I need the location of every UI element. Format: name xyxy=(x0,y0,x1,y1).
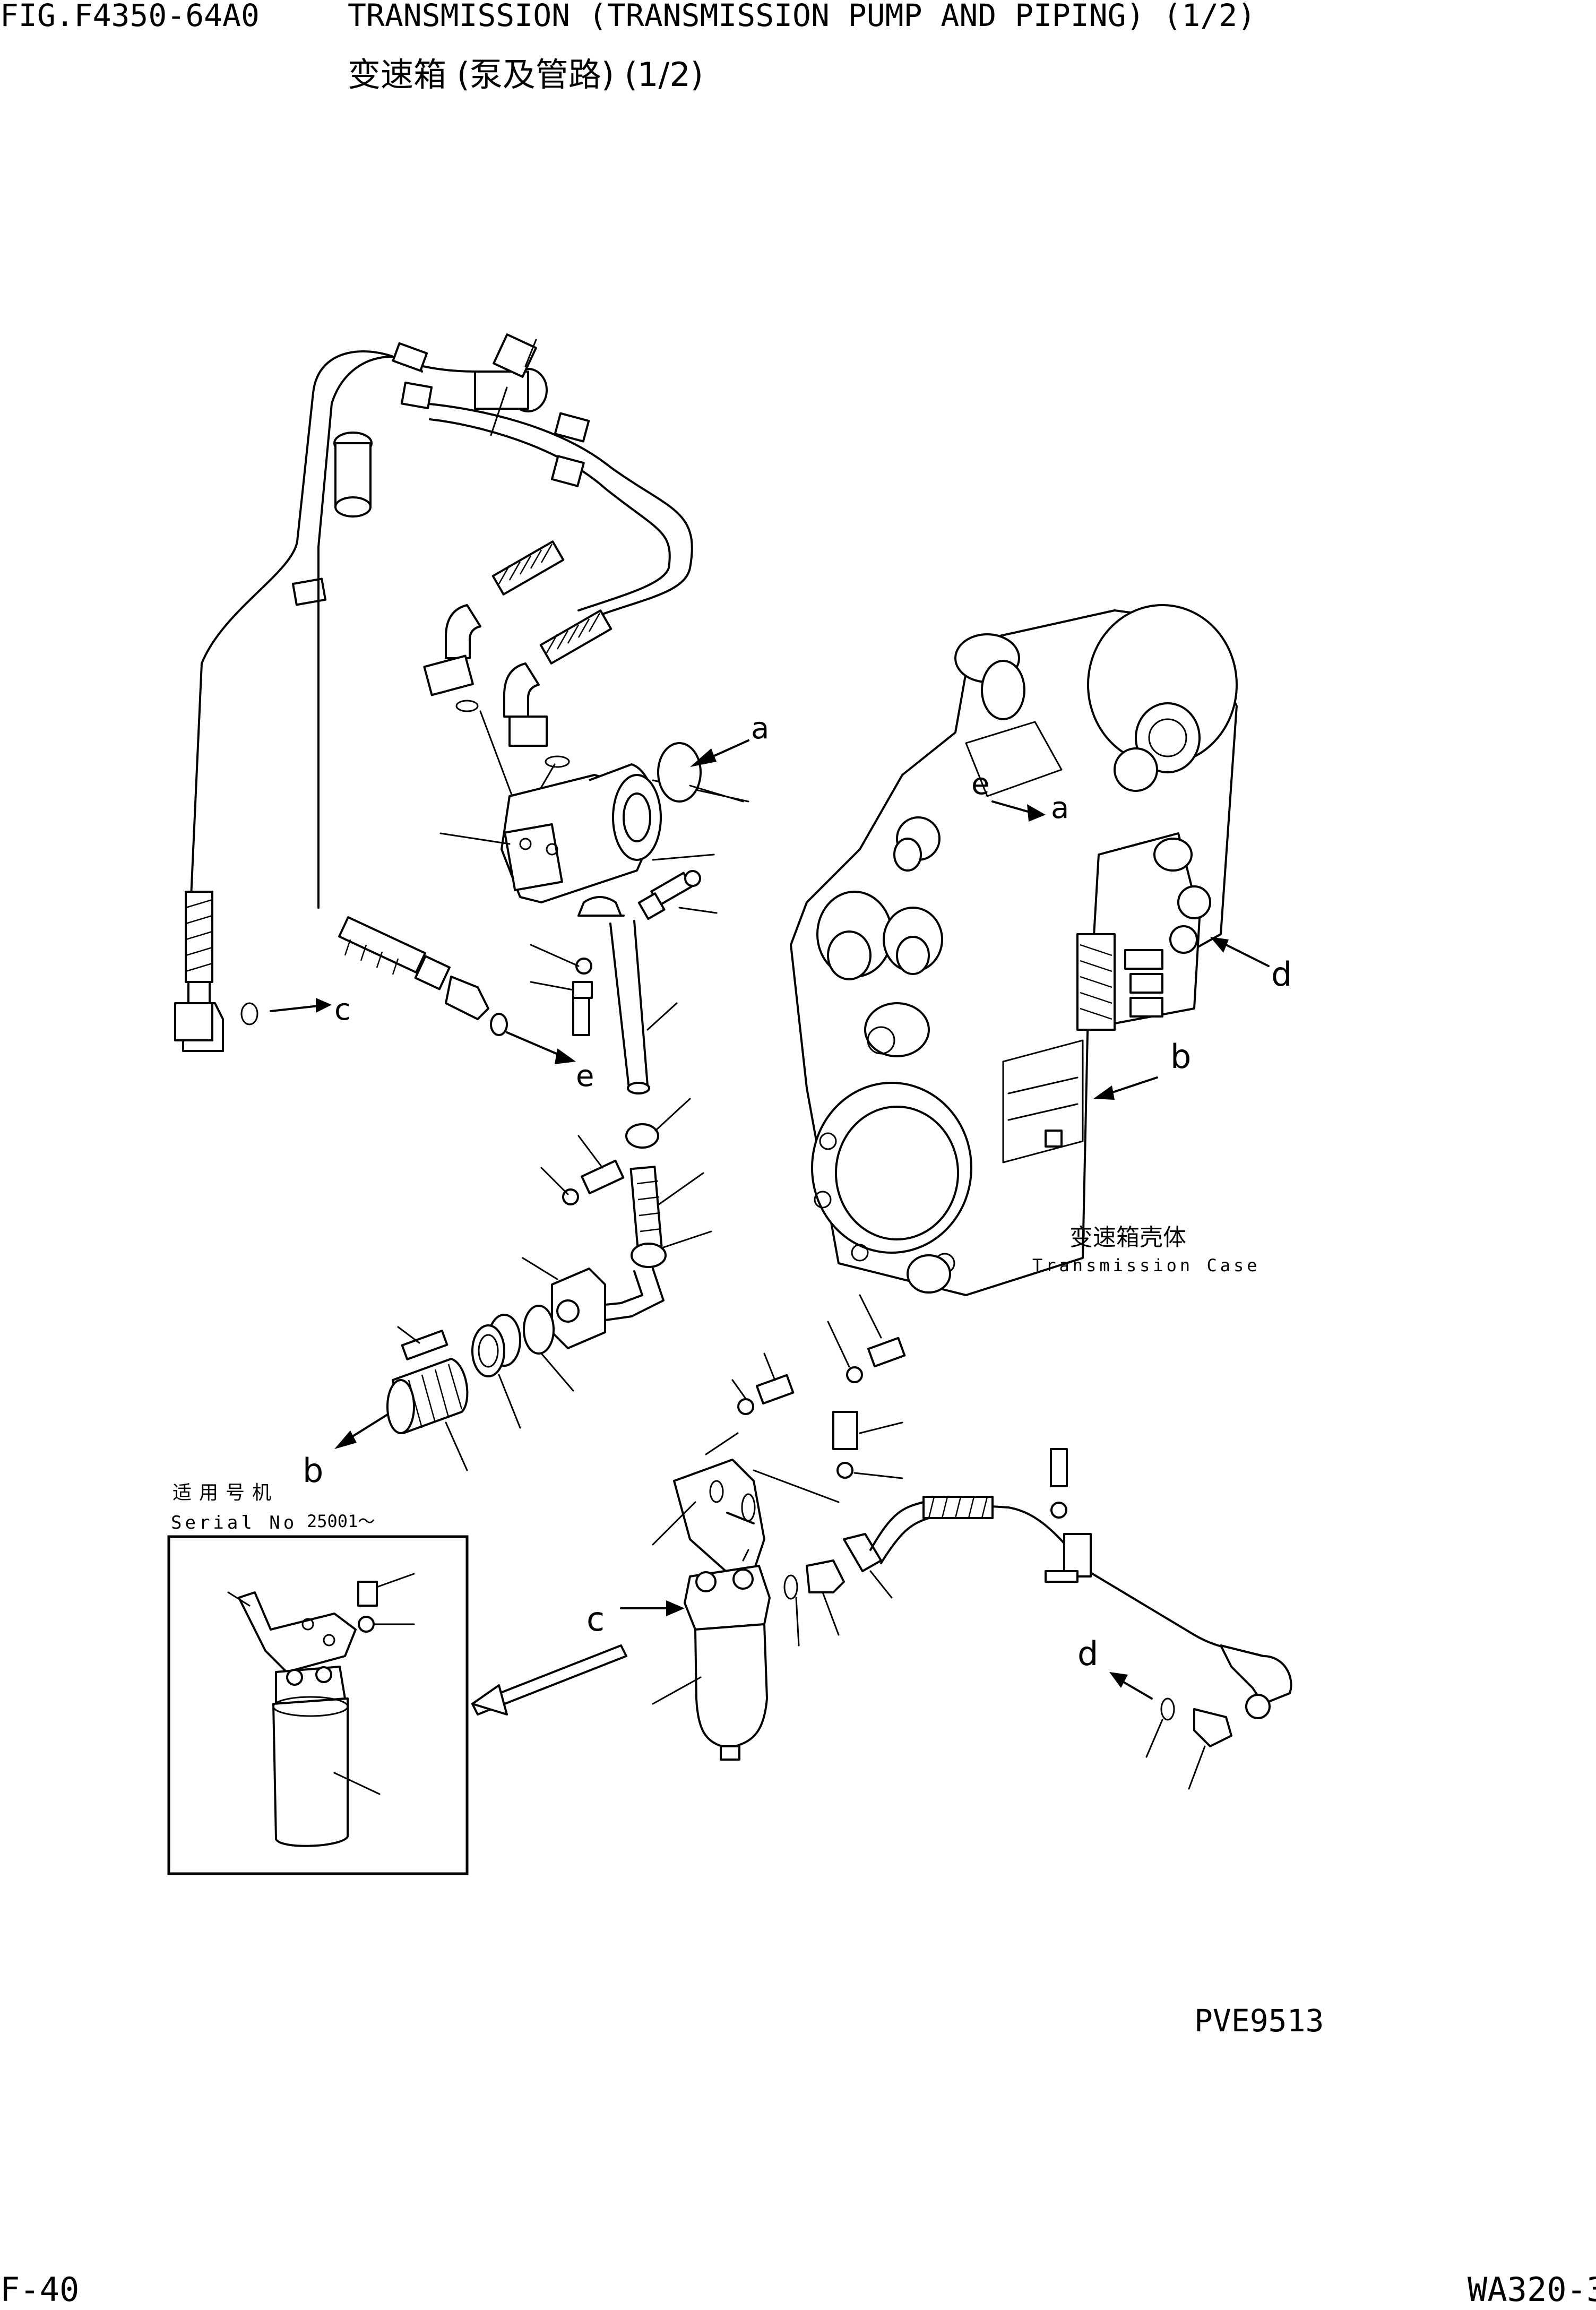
case-label-chinese: 变速箱壳体 xyxy=(1069,1224,1186,1251)
figure-code: FIG.F4350-64A0 xyxy=(0,0,260,33)
left-hose xyxy=(175,547,576,1064)
filter-inlet-arrow xyxy=(727,1513,754,1523)
callout-a-case: a xyxy=(1051,791,1069,825)
drawing-id: PVE9513 xyxy=(1194,2003,1324,2039)
inset-serial-range: 25001～ xyxy=(307,1511,375,1531)
callout-d-hose: d xyxy=(1077,1634,1099,1673)
callout-b-filter: b xyxy=(303,1451,324,1490)
page-title-chinese: 变速箱 (泵及管路) (1/2) xyxy=(348,55,703,94)
inset-label-serial: Serial No xyxy=(171,1512,298,1533)
page-title-english: TRANSMISSION (TRANSMISSION PUMP AND PIPI… xyxy=(348,0,1256,33)
callout-a-pump: a xyxy=(751,711,770,746)
callout-e-switch: e xyxy=(576,1059,594,1093)
case-label-english: Transmission Case xyxy=(1032,1255,1261,1275)
callout-c-filter: c xyxy=(586,1600,605,1639)
model-number: WA320-3 xyxy=(1468,2270,1596,2309)
page-number: F-40 xyxy=(0,2270,80,2309)
callout-d-case: d xyxy=(1271,955,1292,994)
upper-hose-loop xyxy=(191,334,692,897)
callout-c-fitting: c xyxy=(334,993,351,1027)
oil-filter-group xyxy=(621,1295,1291,1789)
inset-label-chinese: 适用号机 xyxy=(172,1482,279,1504)
case-callout-arrows xyxy=(993,801,1269,1100)
callout-e-case: e xyxy=(971,767,990,801)
transmission-pump xyxy=(441,740,748,919)
transmission-case xyxy=(791,605,1237,1295)
serial-inset xyxy=(169,1537,467,1874)
callout-b-case: b xyxy=(1170,1037,1192,1076)
suction-pipe xyxy=(334,897,711,1470)
inset-arrow xyxy=(472,1645,626,1714)
